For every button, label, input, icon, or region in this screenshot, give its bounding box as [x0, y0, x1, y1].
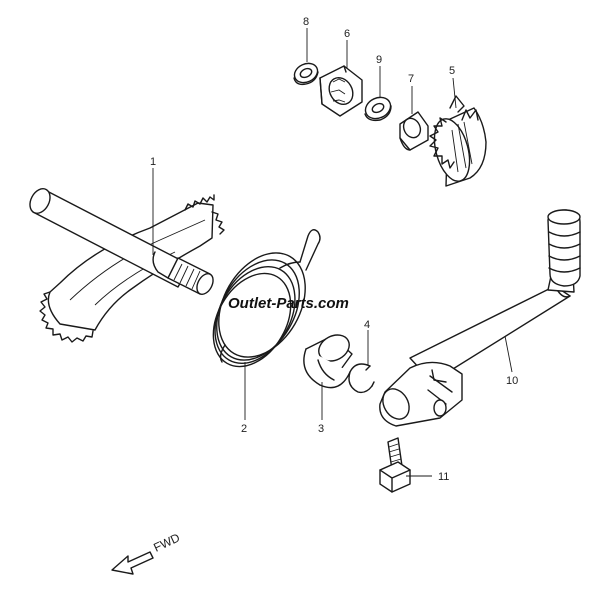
callout-10: 10 [506, 375, 518, 387]
part-4-circlip [348, 363, 375, 394]
callout-3: 3 [318, 423, 324, 435]
callout-8: 8 [303, 16, 309, 28]
part-6-nut [319, 65, 363, 117]
callout-4: 4 [364, 319, 370, 331]
callout-5: 5 [449, 65, 455, 77]
part-8-washer [293, 62, 319, 86]
callout-labels: 1 2 3 4 5 6 7 8 9 10 11 [150, 16, 518, 483]
part-2-return-spring [212, 229, 321, 368]
part-9-washer [364, 96, 392, 122]
forward-arrow-icon [111, 551, 154, 575]
part-10-kick-lever [379, 209, 581, 427]
part-7-bushing [399, 111, 429, 151]
callout-6: 6 [344, 28, 350, 40]
callout-leaders [152, 28, 513, 477]
callout-9: 9 [376, 54, 382, 66]
callout-2: 2 [241, 423, 247, 435]
fwd-label: FWD [151, 530, 182, 554]
part-5-drive-gear [429, 95, 487, 187]
part-1-kick-shaft [29, 188, 225, 343]
callout-7: 7 [408, 73, 414, 85]
part-3-spacer [303, 334, 353, 389]
callout-1: 1 [150, 156, 156, 168]
forward-direction-indicator: FWD [111, 530, 182, 575]
part-11-bolt [379, 437, 411, 493]
watermark-text: Outlet-Parts.com [228, 295, 349, 312]
callout-11: 11 [438, 471, 449, 483]
